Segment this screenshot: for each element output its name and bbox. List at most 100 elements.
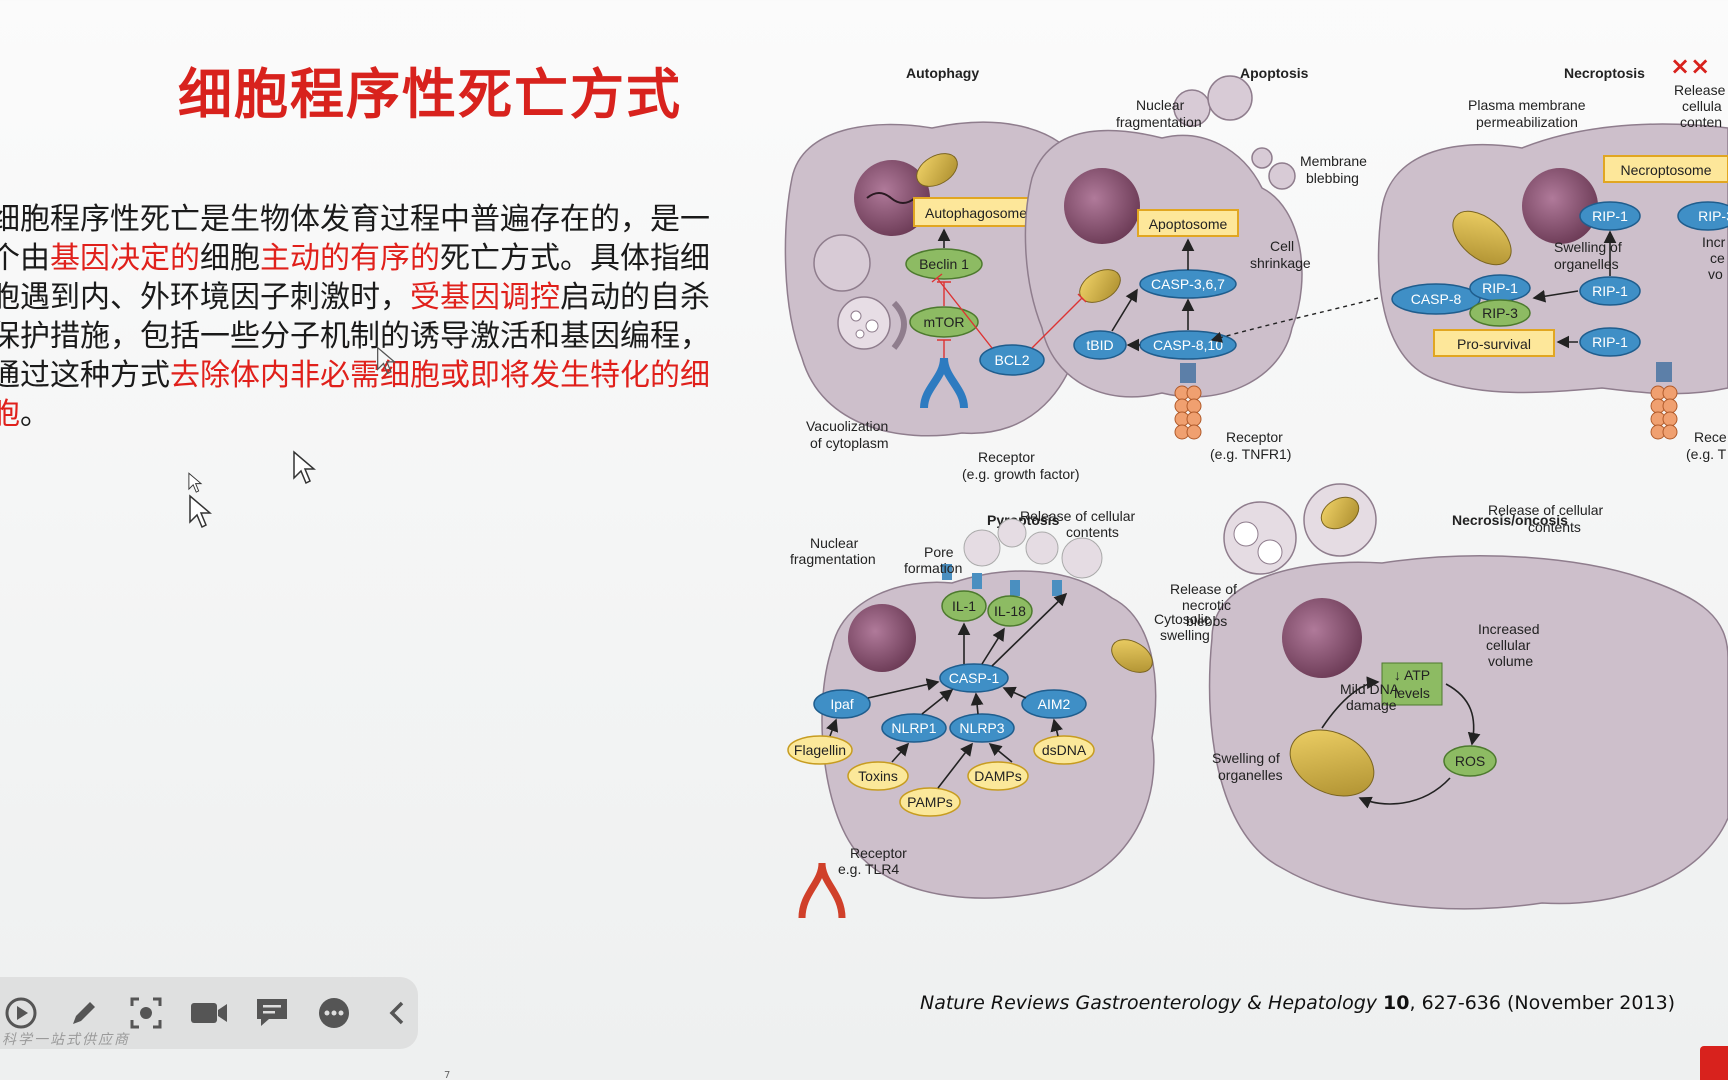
necroptosome-box [1603,155,1728,183]
svg-text:levels: levels [1394,685,1430,701]
svg-text:Swelling of: Swelling of [1212,750,1280,766]
svg-text:Release of cellular: Release of cellular [1020,508,1136,524]
svg-text:Flagellin: Flagellin [794,742,846,758]
svg-text:permeabilization: permeabilization [1476,114,1578,130]
mtor-node [909,306,979,338]
svg-text:Plasma membrane: Plasma membrane [1468,97,1586,113]
svg-text:Receptor: Receptor [978,449,1035,465]
page-number: 7 [444,1070,451,1080]
prosurvival-box [1433,329,1555,357]
svg-text:AIM2: AIM2 [1038,696,1071,712]
mouse-cursor-icon [377,346,396,375]
tlr4-receptor [798,862,846,919]
camera-icon[interactable] [188,991,231,1035]
svg-text:of cytoplasm: of cytoplasm [810,435,889,451]
slide-title: 细胞程序性死亡方式 [178,63,682,126]
svg-text:organelles: organelles [1218,767,1283,783]
corner-tab[interactable] [1700,1046,1728,1080]
svg-text:Swelling of: Swelling of [1554,239,1622,255]
apoptosome-box [1137,209,1239,237]
svg-text:CASP-8: CASP-8 [1411,291,1462,307]
svg-text:(e.g. TNFR1): (e.g. TNFR1) [1210,446,1291,462]
necroptosis-nucleus [1522,168,1598,244]
body-text: 死亡方式。具体指细胞遇到内、外环境因子刺激时， [0,241,710,315]
svg-text:Release: Release [1674,82,1726,98]
figure-citation: Nature Reviews Gastroenterology & Hepato… [920,992,1675,1014]
panel-title-necrosis: Necrosis/oncosis [1452,512,1568,528]
svg-text:tBID: tBID [1086,337,1113,353]
tnfr1-receptor [1174,385,1202,440]
svg-text:(e.g. growth factor): (e.g. growth factor) [962,466,1080,482]
mitochondrion [916,153,958,187]
damps-node [967,761,1029,791]
citation-journal: Nature Reviews Gastroenterology & Hepato… [920,992,1377,1014]
casp8-node [1391,283,1481,315]
svg-text:IL-1: IL-1 [952,598,976,614]
svg-text:Ipaf: Ipaf [830,696,853,712]
pen-icon[interactable] [63,991,106,1035]
svg-text:RIP-3: RIP-3 [1482,305,1518,321]
svg-text:RIP-1: RIP-1 [1592,283,1628,299]
growth-receptor [920,357,968,409]
tbid-node [1073,330,1127,360]
highlight-text: 基因决定的 [50,241,200,276]
mouse-cursor-icon [189,494,212,529]
pyroptosis-nucleus [848,604,916,672]
necrosis-nucleus [1282,598,1362,678]
svg-text:IL-18: IL-18 [994,603,1026,619]
body-text: 启动的自杀保护措施，包括一些分子机制的诱导激活和基因编程，通过这种方式 [0,280,710,393]
svg-text:Necroptosome: Necroptosome [1620,162,1711,178]
il18-node [987,595,1033,627]
svg-text:PAMPs: PAMPs [907,794,953,810]
svg-text:dsDNA: dsDNA [1042,742,1087,758]
ros-node [1443,745,1497,777]
body-text: 。 [20,397,50,432]
svg-text:NLRP1: NLRP1 [891,720,936,736]
svg-text:blebbing: blebbing [1306,170,1359,186]
svg-text:organelles: organelles [1554,256,1619,272]
pamps-node [899,787,961,817]
svg-text:formation: formation [904,560,962,576]
svg-text:mTOR: mTOR [924,314,965,330]
screenshot-icon[interactable] [125,991,168,1035]
flagellin-node [787,735,853,765]
svg-text:contents: contents [1528,519,1581,535]
svg-text:Vacuolization: Vacuolization [806,418,888,434]
watermark: 科学一站式供应商 [2,1032,130,1048]
ipaf-node [813,689,871,719]
svg-text:swelling: swelling [1160,627,1210,643]
beclin-node [905,248,983,280]
comment-icon[interactable] [250,991,293,1035]
svg-text:Incr: Incr [1702,234,1726,250]
cell-death-figure: .cell { fill:#cdbfcb; stroke:#8f7d8d; st… [784,65,1728,919]
svg-text:RIP-3: RIP-3 [1698,208,1728,224]
svg-text:NLRP3: NLRP3 [959,720,1004,736]
svg-text:Pore: Pore [924,544,954,560]
svg-text:DAMPs: DAMPs [974,768,1021,784]
aim2-node [1021,689,1087,719]
more-icon[interactable] [313,991,356,1035]
chevron-left-icon[interactable] [375,991,418,1035]
svg-text:fragmentation: fragmentation [1116,114,1202,130]
citation-pages: , 627-636 (November 2013) [1409,992,1676,1014]
svg-text:Autophagosome: Autophagosome [925,205,1027,221]
highlight-text: 主动的有序的 [260,241,440,276]
svg-text:RIP-1: RIP-1 [1592,208,1628,224]
svg-text:Receptor: Receptor [1226,429,1283,445]
play-icon[interactable] [0,991,43,1035]
svg-text:conten: conten [1680,114,1722,130]
mouse-cursor-icon [188,472,203,493]
svg-text:Apoptosome: Apoptosome [1149,216,1228,232]
panel-title-necroptosis: Necroptosis [1564,65,1645,81]
svg-text:RIP-1: RIP-1 [1482,280,1518,296]
svg-text:(e.g. T: (e.g. T [1686,446,1727,462]
svg-text:ROS: ROS [1455,753,1485,769]
svg-text:volume: volume [1488,653,1533,669]
bcl2-node [979,344,1045,376]
svg-text:cellular: cellular [1486,637,1531,653]
svg-text:CASP-1: CASP-1 [949,670,1000,686]
svg-text:Release of cellular: Release of cellular [1488,502,1604,518]
svg-text:Beclin 1: Beclin 1 [919,256,969,272]
panel-title-apoptosis: Apoptosis [1240,65,1309,81]
